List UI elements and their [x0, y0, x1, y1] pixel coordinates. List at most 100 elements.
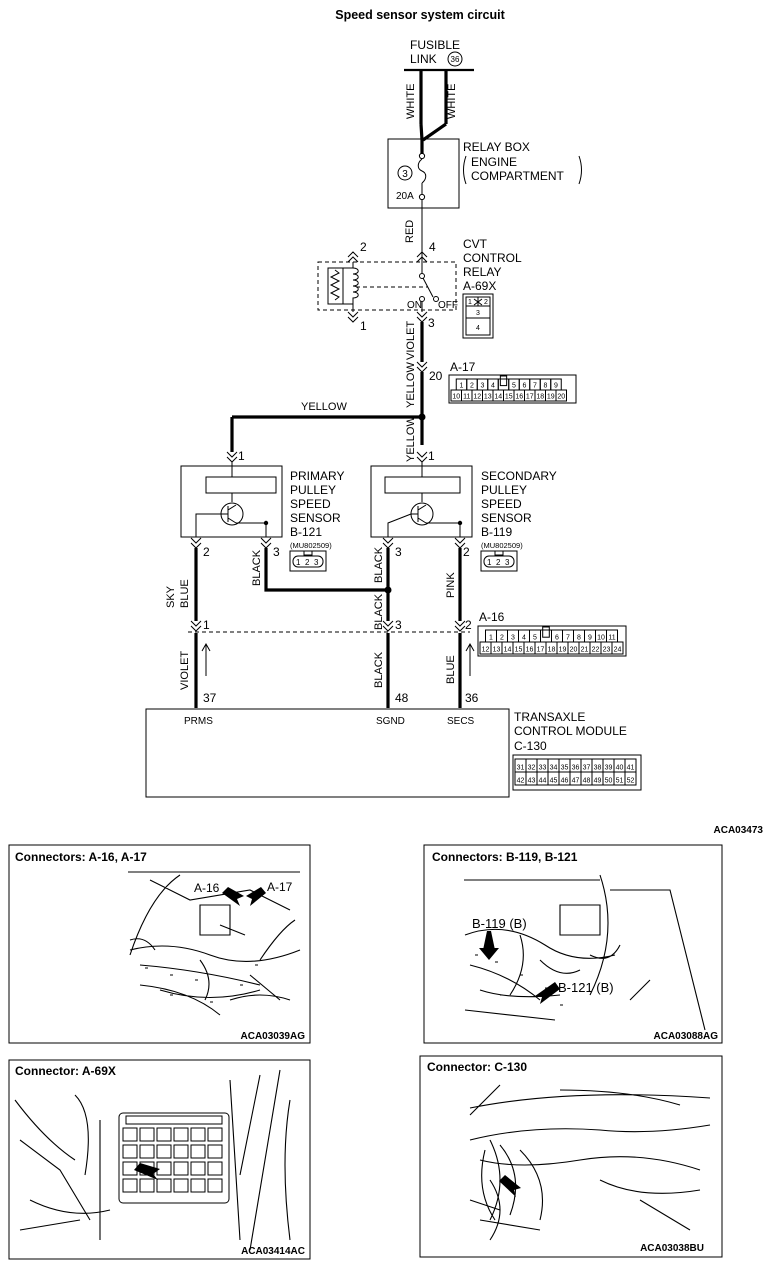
tcm-connector-pin: 33	[539, 765, 547, 772]
relay-box-frame	[387, 138, 460, 209]
connector-arrow-j2	[454, 620, 466, 632]
connector-a17-pin: 16	[515, 394, 523, 401]
tcm-connector-pin: 48	[583, 778, 591, 785]
arrow-a17-icon	[246, 887, 266, 906]
secondary-sensor-transistor-lines	[411, 504, 427, 524]
panel-a69x-code: ACA03414AC	[241, 1246, 305, 1257]
fuse-number-circle	[397, 165, 413, 181]
panel-b119-b121-title: Connectors: B-119, B-121	[432, 850, 578, 864]
primary-sensor-label-2: PULLEY	[290, 483, 336, 497]
terminal-m37: 37	[203, 691, 217, 705]
wire-color-black-primary: BLACK	[251, 549, 263, 586]
connector-a17-pin: 18	[536, 394, 544, 401]
fuse-block-cell	[207, 1144, 223, 1159]
tcm-connector-pin: 42	[517, 778, 525, 785]
terminal-j2: 2	[465, 618, 472, 632]
terminal-m36: 36	[465, 691, 479, 705]
panel-connectors-a16-a17: Connectors: A-16, A-17 A-16 A-17 ACA0303…	[8, 844, 311, 1044]
fusible-link: FUSIBLE LINK 36	[404, 38, 474, 72]
primary-sensor-pin-2: 2	[305, 558, 310, 567]
tcm-label: TRANSAXLE	[514, 710, 585, 724]
fuse-block-cell	[122, 1178, 138, 1193]
connector-a17-pin: 20	[557, 394, 565, 401]
wire-color-blue: BLUE	[179, 579, 191, 608]
relay-coil-box	[327, 267, 344, 305]
wire-color-sky: SKY	[165, 585, 177, 608]
connector-a17-label: A-17	[450, 360, 476, 374]
terminal-3: 3	[428, 316, 435, 330]
figure-code: ACA03473	[714, 825, 764, 836]
primary-sensor-ic	[205, 476, 277, 494]
panel-a69x-sketch	[14, 1069, 291, 1251]
secondary-sensor-node	[457, 520, 463, 526]
signal-arrow-blue	[465, 642, 475, 676]
secondary-sensor-part: (MU802509)	[481, 541, 523, 550]
relay-frame	[317, 261, 457, 311]
signal-arrow-violet	[201, 642, 211, 676]
panel-c130-code: ACA03038BU	[640, 1243, 704, 1254]
secondary-sensor-pin-2: 2	[496, 558, 501, 567]
primary-sensor-leads	[195, 513, 267, 537]
wire-color-yellow-vertical: YELLOW	[405, 362, 417, 408]
connector-a16-pin: 13	[493, 647, 501, 654]
relay-label-2: CONTROL	[463, 251, 522, 265]
connector-a17-pin: 11	[463, 394, 470, 401]
splice-yellow	[418, 413, 426, 421]
fuse-block-cell	[173, 1127, 189, 1142]
tcm-connector-pin: 52	[627, 778, 635, 785]
panel-a16-a17-dots	[145, 964, 258, 1003]
fuse-block-cell	[207, 1127, 223, 1142]
terminal-j1: 1	[203, 618, 210, 632]
panel-a16-a17-code: ACA03039AG	[241, 1031, 306, 1042]
connector-arrow-j3	[382, 620, 394, 632]
primary-sensor-connector-pins	[292, 555, 324, 568]
secondary-sensor-label-4: SENSOR	[481, 511, 532, 525]
wire-color-black-bottom: BLACK	[373, 651, 385, 688]
connector-arrow-p1	[226, 451, 238, 463]
connector-a16-pin: 11	[608, 635, 615, 642]
tcm-connector-pin: 31	[517, 765, 525, 772]
relay-resistor	[329, 269, 341, 301]
connector-a17-pin: 4	[491, 383, 495, 390]
terminal-s3: 3	[395, 545, 402, 559]
connector-a17-pin: 15	[505, 394, 513, 401]
relay-on-label: ON	[407, 300, 422, 311]
splice-black	[384, 586, 392, 594]
connector-a16-pin: 12	[482, 647, 490, 654]
connector-a17-pin: 17	[526, 394, 534, 401]
fuse-block-cell	[173, 1144, 189, 1159]
relay-contact-arm	[422, 277, 434, 298]
connector-a17-pin: 8	[544, 383, 548, 390]
connector-a16-pin: 1	[489, 635, 493, 642]
fuse-block-cell	[156, 1178, 172, 1193]
fuse-block-cell	[139, 1144, 155, 1159]
tcm-pin-sgnd: SGND	[376, 716, 405, 727]
relay-box-paren-left	[463, 155, 467, 185]
panel-a69x-frame	[8, 1059, 311, 1260]
connector-a16-pin: 18	[548, 647, 556, 654]
wire-color-white-right: WHITE	[446, 84, 458, 119]
wire-color-violet-relay: VIOLET	[405, 321, 417, 360]
panel-a16-a17-sketch	[128, 871, 301, 1016]
fuse-block-strip	[125, 1115, 223, 1125]
panel-b119-b121-dots	[475, 954, 563, 1006]
arrow-a16-icon	[222, 887, 244, 906]
relay-pin-3: 3	[476, 310, 480, 317]
callout-a16: A-16	[194, 881, 220, 895]
relay-pin-1: 1	[468, 299, 472, 306]
callout-b119: B-119 (B)	[472, 916, 527, 931]
relay-pin-4: 4	[476, 325, 480, 332]
connector-arrow-p2	[190, 537, 202, 549]
primary-sensor-label-4: SENSOR	[290, 511, 341, 525]
arrow-c130-icon	[499, 1175, 521, 1197]
tcm-connector-pin: 47	[572, 778, 580, 785]
tcm-connector-frame	[512, 754, 642, 791]
connector-a16-pin: 4	[522, 635, 526, 642]
tcm-connector-pin: 44	[539, 778, 547, 785]
connector-a16-cell	[540, 629, 552, 643]
